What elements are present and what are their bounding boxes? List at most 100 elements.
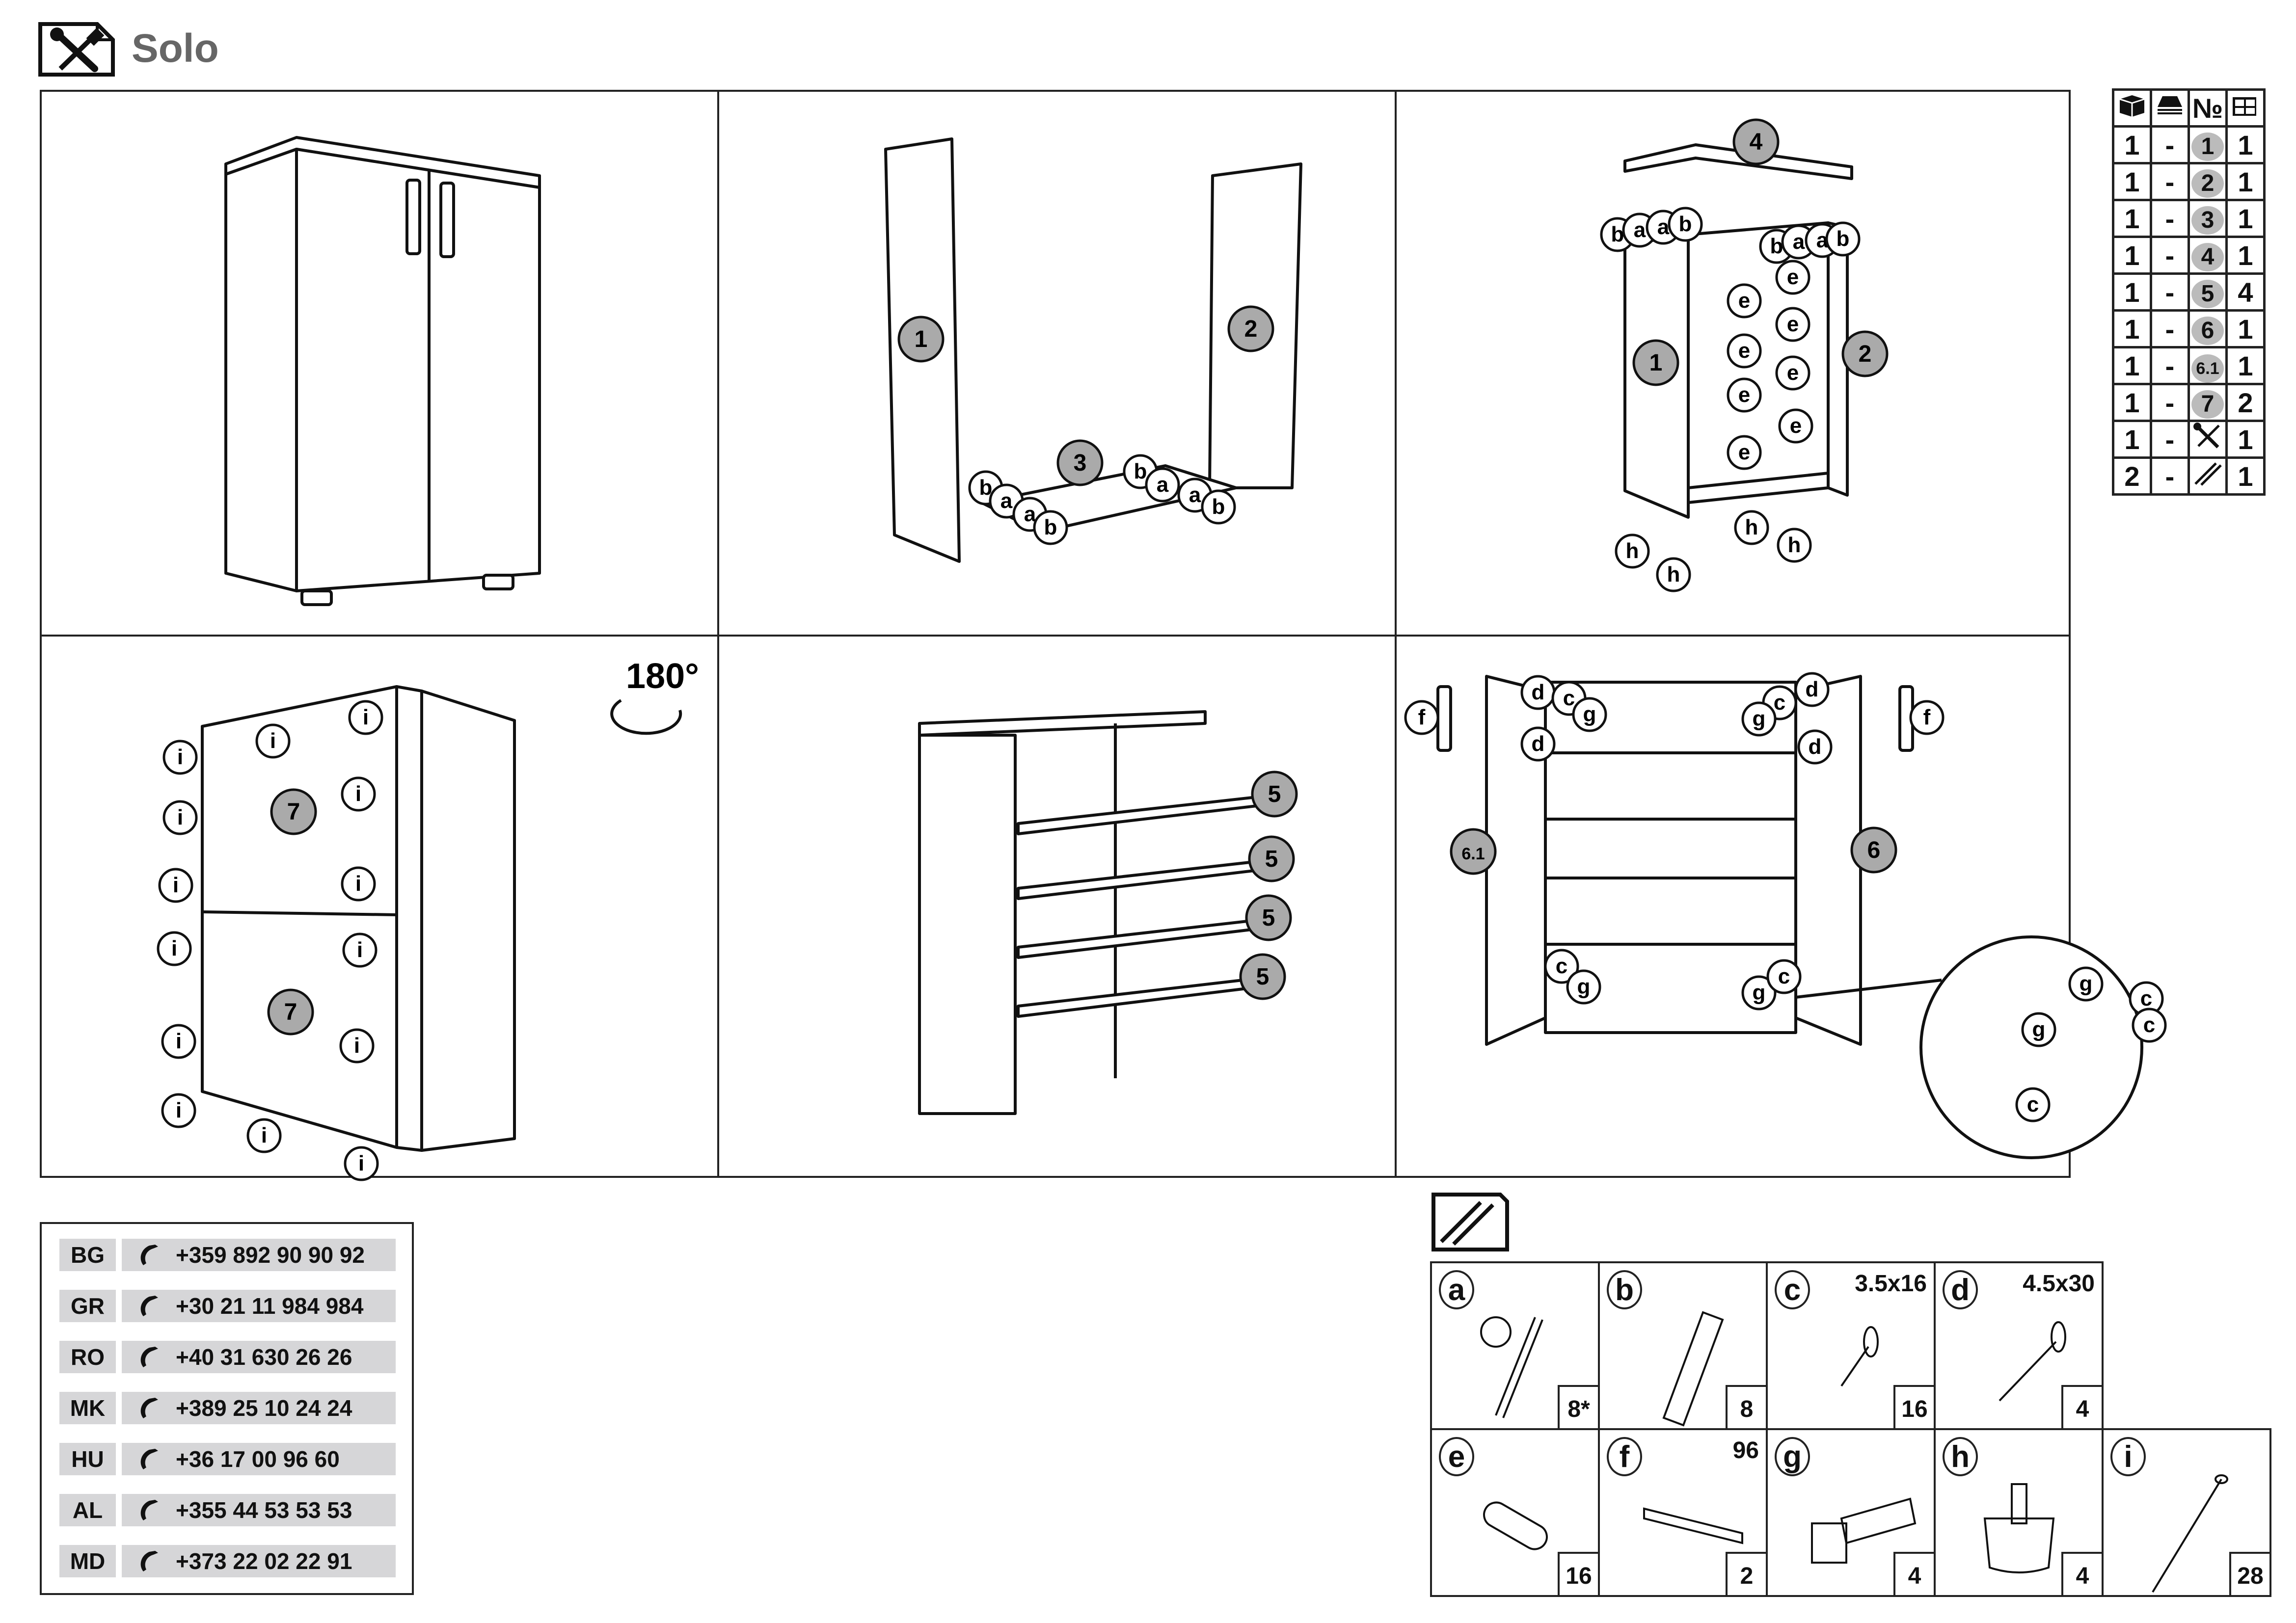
hardware-count: 2 <box>1726 1552 1768 1597</box>
hardware-callout: i <box>255 723 291 759</box>
part-number-callout: 6.1 <box>1450 828 1497 875</box>
svg-text:d: d <box>1532 680 1545 704</box>
hardware-letter: b <box>1607 1270 1642 1309</box>
hardware-callout: c <box>1766 959 1802 994</box>
country-code: BG <box>59 1239 116 1271</box>
svg-text:6: 6 <box>1867 837 1881 863</box>
stack-cell: - <box>2150 162 2190 201</box>
svg-text:b: b <box>1679 212 1692 236</box>
svg-text:i: i <box>357 938 363 962</box>
svg-text:e: e <box>1738 339 1750 363</box>
hardware-callout: c <box>2015 1087 2051 1122</box>
box-count: 1 <box>2112 383 2152 422</box>
hardware-drawing-d <box>1999 1321 2066 1402</box>
part-number-callout: 5 <box>1251 771 1298 818</box>
hardware-letter: g <box>1775 1437 1810 1476</box>
quantity-cell: 1 <box>2225 456 2266 496</box>
hardware-letter: c <box>1775 1270 1810 1309</box>
hardware-size: 4.5x30 <box>2023 1271 2095 1297</box>
phone-icon <box>140 1449 158 1469</box>
screws-icon <box>2188 456 2228 496</box>
hardware-count: 16 <box>1558 1552 1600 1597</box>
phone-icon <box>140 1500 158 1520</box>
divider <box>42 635 2069 637</box>
rotation-label: 180° <box>626 657 699 696</box>
part-number-callout: 2 <box>1227 305 1274 352</box>
part-number-cell: 1 <box>2188 125 2228 164</box>
part-number-cell: 7 <box>2188 383 2228 422</box>
svg-text:i: i <box>176 1098 182 1122</box>
svg-text:f: f <box>1418 705 1426 729</box>
hardware-callout: h <box>1656 557 1691 592</box>
hardware-callout: i <box>342 932 378 968</box>
phone-number-box: +389 25 10 24 24 <box>122 1392 396 1424</box>
boards-stack-icon <box>2150 88 2190 128</box>
svg-text:a: a <box>1634 218 1646 242</box>
svg-text:i: i <box>177 805 183 829</box>
hardware-callout: g <box>1566 969 1601 1005</box>
svg-text:b: b <box>1611 222 1624 246</box>
hardware-callout: i <box>161 1093 196 1128</box>
phone-number-box: +30 21 11 984 984 <box>122 1290 396 1322</box>
part-number-callout: 5 <box>1239 953 1286 1000</box>
country-code: MD <box>59 1545 116 1577</box>
hardware-count: 4 <box>2061 1385 2104 1430</box>
svg-text:g: g <box>1753 707 1766 731</box>
svg-text:b: b <box>1044 515 1057 539</box>
hardware-size: 96 <box>1732 1437 1759 1463</box>
svg-text:a: a <box>1157 473 1169 497</box>
part-number-callout: 7 <box>270 788 317 835</box>
country-code: AL <box>59 1494 116 1526</box>
hardware-callout: e <box>1727 283 1762 319</box>
svg-text:5: 5 <box>1262 905 1275 931</box>
divider <box>717 92 719 1176</box>
svg-text:h: h <box>1626 539 1639 563</box>
box-count: 1 <box>2112 309 2152 348</box>
hardware-callout: h <box>1734 510 1769 545</box>
svg-text:h: h <box>1745 515 1758 539</box>
hardware-letter: e <box>1439 1437 1474 1476</box>
hardware-callout: i <box>162 800 198 835</box>
hardware-callout: c <box>2132 1008 2167 1043</box>
phone-number-box: +373 22 02 22 91 <box>122 1545 396 1577</box>
svg-text:g: g <box>2032 1017 2046 1041</box>
phone-icon <box>140 1296 158 1316</box>
svg-text:i: i <box>173 873 179 897</box>
part-number-cell: 5 <box>2188 272 2228 312</box>
phone-icon <box>140 1551 158 1571</box>
phone-number: +355 44 53 53 53 <box>176 1497 352 1523</box>
box-count: 1 <box>2112 199 2152 238</box>
stack-cell: - <box>2150 346 2190 385</box>
quantity-cell: 1 <box>2225 309 2266 348</box>
hardware-callout: g <box>2068 966 2104 1002</box>
hardware-callout: i <box>161 1024 196 1059</box>
part-number-cell: 2 <box>2188 162 2228 201</box>
svg-text:i: i <box>355 782 361 806</box>
svg-text:h: h <box>1667 562 1680 586</box>
svg-text:g: g <box>1577 975 1591 999</box>
stack-cell: - <box>2150 456 2190 496</box>
table-row: 2-1 <box>2112 456 2266 496</box>
hardware-callout: d <box>1520 675 1556 710</box>
quantity-cell: 1 <box>2225 236 2266 275</box>
part-number-callout: 5 <box>1245 894 1292 941</box>
hardware-callout: g <box>1572 697 1607 732</box>
hardware-callout: i <box>158 868 193 903</box>
packages-icon <box>2225 88 2266 128</box>
country-code: GR <box>59 1290 116 1322</box>
phone-number-box: +36 17 00 96 60 <box>122 1443 396 1475</box>
svg-text:e: e <box>1787 361 1799 385</box>
